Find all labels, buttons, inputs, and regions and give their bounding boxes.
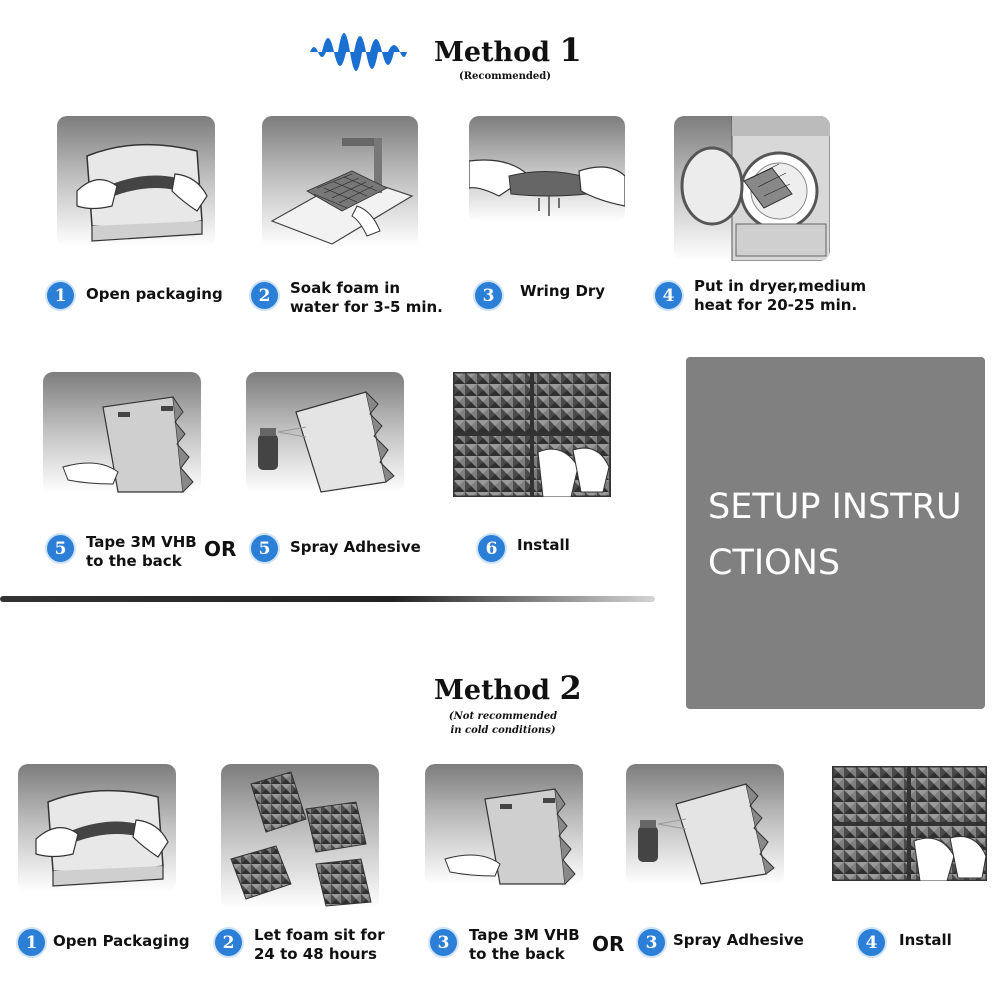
m2-step-4-number: 4 (858, 929, 885, 956)
method2-subtitle-line1: (Not recommended (448, 711, 558, 722)
method2-subtitle-line2: in cold conditions) (450, 725, 556, 736)
m1-step-6-number: 6 (478, 535, 505, 562)
m2-step-2-label: Let foam sit for 24 to 48 hours (254, 926, 385, 963)
m1-step-2-label: Soak foam in water for 3-5 min. (290, 279, 443, 316)
method2-title: Method 2 (434, 669, 582, 707)
m2-step-3b-number: 3 (638, 929, 665, 956)
m2-step-3a: 3 Tape 3M VHB to the back (430, 926, 580, 964)
m1-step-3: 3 Wring Dry (475, 282, 605, 309)
install-illustration-2 (830, 764, 989, 883)
method1-subtitle: (Recommended) (458, 71, 552, 82)
m2-step-3b: 3 Spray Adhesive (638, 929, 804, 956)
setup-instructions-text: SETUP INSTRU CTIONS (708, 479, 978, 591)
m1-step-5a-label: Tape 3M VHB to the back (86, 533, 197, 570)
m1-step-2: 2 Soak foam in water for 3-5 min. (251, 279, 443, 317)
install-illustration (451, 370, 613, 499)
m2-step-1: 1 Open Packaging (18, 929, 190, 956)
soak-foam-illustration (262, 116, 418, 247)
m2-step-1-number: 1 (18, 929, 45, 956)
wring-dry-illustration (469, 116, 625, 222)
foam-panels-illustration (221, 764, 379, 909)
m1-step-6: 6 Install (478, 535, 570, 562)
m1-step-4-number: 4 (655, 282, 682, 309)
m1-step-6-label: Install (517, 536, 570, 554)
m1-step-4: 4 Put in dryer,medium heat for 20-25 min… (655, 277, 866, 315)
m2-step-4-label: Install (899, 931, 952, 949)
m2-step-2: 2 Let foam sit for 24 to 48 hours (215, 926, 385, 964)
dryer-illustration (674, 116, 830, 261)
spray-adhesive-illustration-2 (626, 764, 784, 885)
m1-step-3-number: 3 (475, 282, 502, 309)
m2-step-3b-label: Spray Adhesive (673, 931, 804, 949)
m2-step-3a-label: Tape 3M VHB to the back (469, 926, 580, 963)
tape-back-illustration-2 (425, 764, 583, 885)
tape-back-illustration (43, 372, 201, 493)
method2-title-text: Method (434, 675, 551, 706)
m1-step-5a: 5 Tape 3M VHB to the back (47, 533, 197, 571)
m2-step-4: 4 Install (858, 929, 952, 956)
open-packaging-illustration-2 (18, 764, 176, 892)
method1-title-text: Method (434, 37, 551, 68)
m1-step-2-number: 2 (251, 282, 278, 309)
m1-step-1: 1 Open packaging (47, 282, 223, 309)
m1-step-1-number: 1 (47, 282, 74, 309)
setup-line-2: CTIONS (708, 543, 841, 583)
m1-step-1-label: Open packaging (86, 285, 223, 303)
m1-step-3-label: Wring Dry (520, 282, 606, 300)
method2-subtitle: (Not recommended in cold conditions) (438, 710, 568, 738)
method1-title: Method 1 (434, 31, 582, 69)
m2-step-3a-number: 3 (430, 929, 457, 956)
m2-step-2-number: 2 (215, 929, 242, 956)
m1-step-5b-number: 5 (251, 535, 278, 562)
section-divider (0, 596, 655, 602)
method1-number: 1 (559, 31, 582, 69)
m1-or-label: OR (204, 537, 237, 561)
setup-line-1: SETUP INSTRU (708, 487, 962, 527)
m1-step-5b-label: Spray Adhesive (290, 538, 421, 556)
spray-adhesive-illustration (246, 372, 404, 493)
setup-instructions-box: SETUP INSTRU CTIONS (686, 357, 985, 709)
method2-number: 2 (559, 669, 582, 707)
open-packaging-illustration (57, 116, 215, 247)
m1-step-5b: 5 Spray Adhesive (251, 535, 421, 562)
m1-step-5a-number: 5 (47, 535, 74, 562)
m2-step-1-label: Open Packaging (53, 932, 190, 950)
m2-or-label: OR (592, 932, 625, 956)
sound-wave-icon (310, 33, 407, 71)
m1-step-4-label: Put in dryer,medium heat for 20-25 min. (694, 277, 867, 314)
